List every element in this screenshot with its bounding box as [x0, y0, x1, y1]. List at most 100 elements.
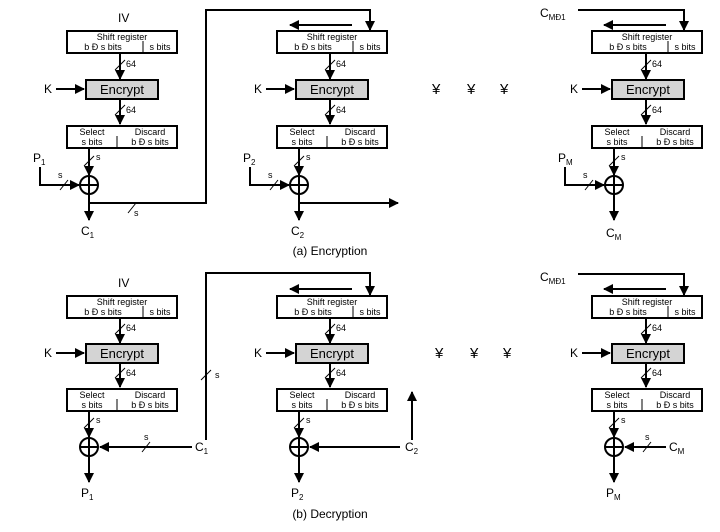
- width-s-label: s: [96, 415, 101, 425]
- width-64-label: 64: [336, 323, 346, 333]
- width-64-label: 64: [126, 105, 136, 115]
- encryption-caption: (a) Encryption: [293, 244, 368, 258]
- plaintext-input: P1: [33, 151, 46, 167]
- shift-register-right: s bits: [674, 42, 696, 52]
- encrypt-label: Encrypt: [100, 82, 144, 97]
- select-sbits-label: s bits: [606, 137, 628, 147]
- dec-stage-2: Shift register b Ð s bits s bits 64 K En…: [254, 284, 419, 502]
- shift-register-label: Shift register: [307, 32, 358, 42]
- shift-register-box: [66, 30, 178, 54]
- select-discard-box: [276, 125, 388, 149]
- xor-icon: [79, 437, 99, 457]
- select-sbits-label: s bits: [291, 137, 313, 147]
- select-label: Select: [604, 390, 630, 400]
- width-s-label: s: [215, 370, 220, 380]
- plaintext-output: PM: [606, 486, 621, 502]
- select-discard-box: [591, 125, 703, 149]
- select-label: Select: [79, 390, 105, 400]
- enc-stage-2: Shift register b Ð s bits s bits 64 K En…: [243, 20, 399, 240]
- width-s-label: s: [134, 208, 139, 218]
- encrypt-label: Encrypt: [310, 346, 354, 361]
- previous-ciphertext-label: CMÐ1: [540, 6, 566, 22]
- encrypt-label: Encrypt: [626, 82, 670, 97]
- shift-register-left: b Ð s bits: [84, 307, 122, 317]
- key-label: K: [254, 346, 262, 360]
- width-64-label: 64: [336, 368, 346, 378]
- select-label: Select: [289, 390, 315, 400]
- plaintext-input: P2: [243, 151, 256, 167]
- width-64-label: 64: [652, 105, 662, 115]
- discard-label: Discard: [135, 127, 166, 137]
- select-discard-box: [66, 388, 178, 412]
- width-64-label: 64: [126, 368, 136, 378]
- ciphertext-output: CM: [606, 226, 622, 242]
- shift-register-label: Shift register: [622, 32, 673, 42]
- enc-stage-1: IV Shift register b Ð s bits s bits 64 K…: [33, 9, 375, 240]
- decryption-caption: (b) Decryption: [292, 507, 367, 521]
- encrypt-label: Encrypt: [310, 82, 354, 97]
- xor-icon: [289, 437, 309, 457]
- dec-stage-m: CMÐ1 Shift register b Ð s bits s bits 64…: [540, 270, 703, 502]
- key-label: K: [44, 346, 52, 360]
- encrypt-label: Encrypt: [100, 346, 144, 361]
- iv-label: IV: [118, 11, 129, 25]
- width-64-label: 64: [336, 59, 346, 69]
- ellipsis-dots: ¥ ¥ ¥: [431, 81, 509, 98]
- shift-register-box: [66, 295, 178, 319]
- select-discard-box: [276, 388, 388, 412]
- discard-label: Discard: [345, 127, 376, 137]
- shift-register-right: s bits: [149, 307, 171, 317]
- ciphertext-input: CM: [669, 440, 685, 456]
- width-s-label: s: [583, 170, 588, 180]
- select-sbits-label: s bits: [81, 400, 103, 410]
- decryption-section: IV Shift register b Ð s bits s bits 64 K…: [44, 270, 703, 521]
- select-sbits-label: s bits: [81, 137, 103, 147]
- select-sbits-label: s bits: [606, 400, 628, 410]
- shift-register-box: [276, 295, 388, 319]
- plaintext-output: P1: [81, 486, 94, 502]
- width-s-label: s: [58, 170, 63, 180]
- select-label: Select: [79, 127, 105, 137]
- xor-icon: [604, 437, 624, 457]
- enc-stage-m: CMÐ1 Shift register b Ð s bits s bits 64…: [540, 6, 703, 242]
- ciphertext-output: C1: [81, 224, 95, 240]
- encrypt-box: [85, 79, 159, 100]
- select-discard-box: [66, 125, 178, 149]
- xor-icon: [604, 175, 624, 195]
- discard-bits-label: b Ð s bits: [656, 137, 694, 147]
- discard-bits-label: b Ð s bits: [656, 400, 694, 410]
- shift-register-label: Shift register: [307, 297, 358, 307]
- shift-register-left: b Ð s bits: [609, 42, 647, 52]
- width-64-label: 64: [126, 323, 136, 333]
- discard-label: Discard: [660, 390, 691, 400]
- svg-text:¥: ¥: [502, 345, 512, 362]
- discard-label: Discard: [135, 390, 166, 400]
- encrypt-box: [85, 343, 159, 364]
- svg-text:¥: ¥: [469, 345, 479, 362]
- svg-text:¥: ¥: [466, 81, 476, 98]
- select-label: Select: [604, 127, 630, 137]
- encrypt-label: Encrypt: [626, 346, 670, 361]
- discard-bits-label: b Ð s bits: [131, 137, 169, 147]
- xor-icon: [289, 175, 309, 195]
- shift-register-label: Shift register: [97, 297, 148, 307]
- key-label: K: [44, 82, 52, 96]
- width-64-label: 64: [652, 323, 662, 333]
- encryption-section: IV Shift register b Ð s bits s bits 64 K…: [33, 6, 703, 258]
- width-s-label: s: [306, 415, 311, 425]
- encrypt-box: [611, 343, 685, 364]
- discard-bits-label: b Ð s bits: [131, 400, 169, 410]
- width-64-label: 64: [652, 59, 662, 69]
- shift-register-right: s bits: [359, 307, 381, 317]
- key-label: K: [570, 346, 578, 360]
- width-s-label: s: [96, 152, 101, 162]
- ellipsis-dots: ¥ ¥ ¥: [434, 345, 512, 362]
- shift-register-label: Shift register: [97, 32, 148, 42]
- select-label: Select: [289, 127, 315, 137]
- key-label: K: [570, 82, 578, 96]
- width-s-label: s: [144, 432, 149, 442]
- previous-ciphertext-label: CMÐ1: [540, 270, 566, 286]
- shift-register-left: b Ð s bits: [609, 307, 647, 317]
- encrypt-box: [295, 79, 369, 100]
